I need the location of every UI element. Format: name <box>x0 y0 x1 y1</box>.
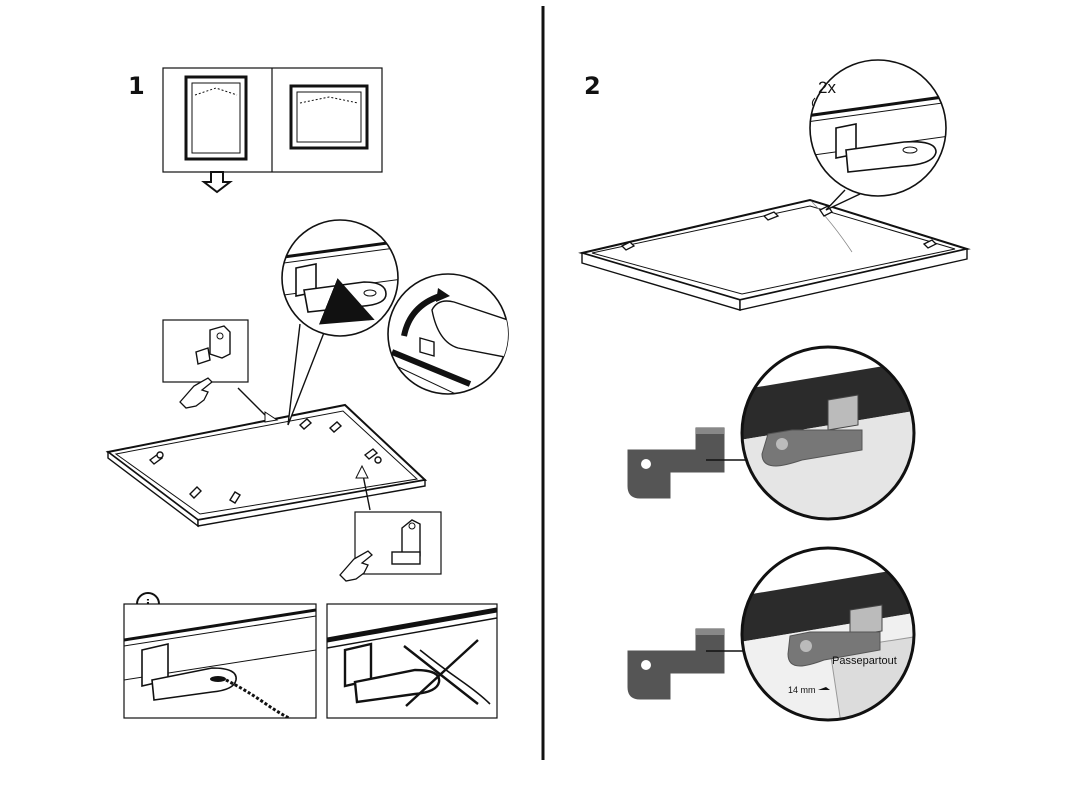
rotate-arrow-icon <box>401 293 442 337</box>
clip-position-detail-upper <box>740 345 916 521</box>
clip-insert-panel-top <box>162 319 249 409</box>
hand-icon <box>339 550 373 582</box>
cross-mark-icon <box>403 639 479 707</box>
frame-back-view <box>105 403 428 528</box>
hand-icon <box>179 377 213 409</box>
rotate-detail-bubble <box>387 273 509 395</box>
clip-insert-panel-bottom <box>339 511 442 582</box>
frame-back-view-step2 <box>578 198 971 311</box>
two-clips-detail-bubble: 2x <box>809 59 947 211</box>
landscape-frame-icon <box>289 84 369 150</box>
down-arrow-icon <box>201 171 233 194</box>
passepartout-label: Passepartout <box>832 655 897 667</box>
finger-icon <box>431 300 508 359</box>
measurement-arrow-icon <box>818 687 830 690</box>
clip-position-detail-lower: Passepartout 14 mm <box>740 546 916 722</box>
step-number-2: 2 <box>584 72 601 100</box>
quantity-label: 2x <box>818 78 836 97</box>
clip-detail-bubble <box>281 219 399 426</box>
clip-part-lower <box>627 628 778 700</box>
measurement-label: 14 mm <box>788 685 816 695</box>
orientation-panel <box>162 67 383 194</box>
portrait-frame-icon <box>184 75 248 161</box>
step-number-1: 1 <box>128 72 145 100</box>
incorrect-hanging-panel <box>326 603 498 719</box>
correct-hanging-panel <box>123 603 317 719</box>
